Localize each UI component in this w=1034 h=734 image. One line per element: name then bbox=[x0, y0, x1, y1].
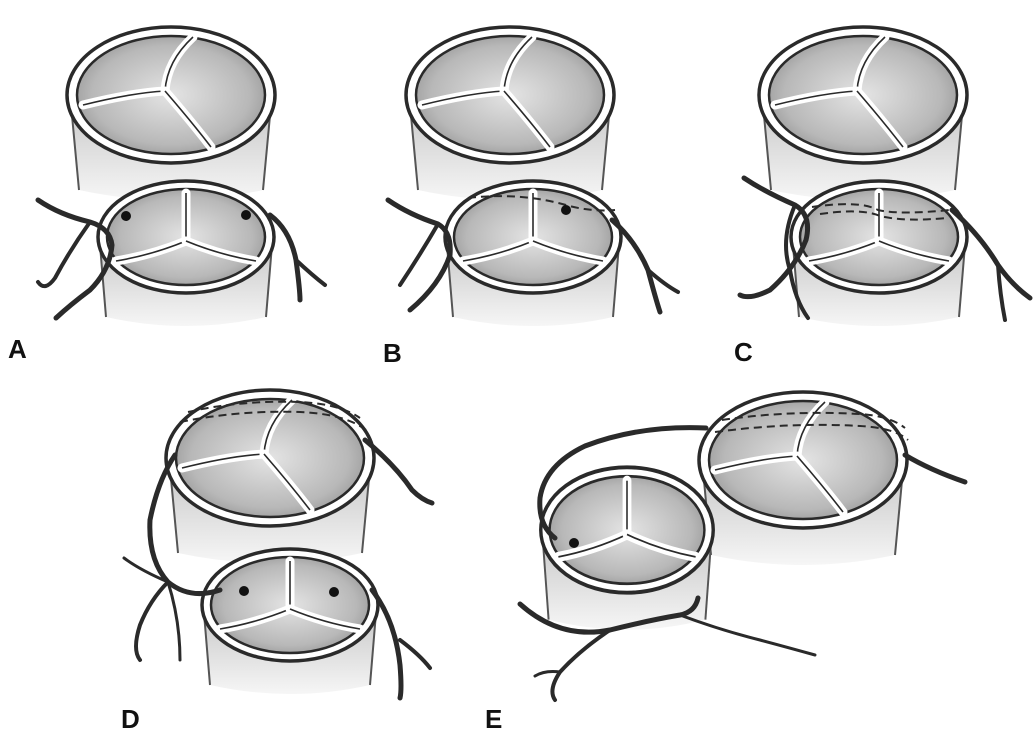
panel-a-diagram bbox=[38, 27, 325, 326]
panel-e-label: E bbox=[485, 706, 502, 732]
panel-d-diagram bbox=[124, 390, 432, 698]
panel-b-diagram bbox=[388, 27, 678, 326]
panel-a-label: A bbox=[8, 336, 27, 362]
panel-d-label: D bbox=[121, 706, 140, 732]
panel-e-diagram bbox=[520, 392, 965, 700]
panel-c-label: C bbox=[734, 339, 753, 365]
panel-c-diagram bbox=[740, 27, 1030, 326]
panel-b-label: B bbox=[383, 340, 402, 366]
